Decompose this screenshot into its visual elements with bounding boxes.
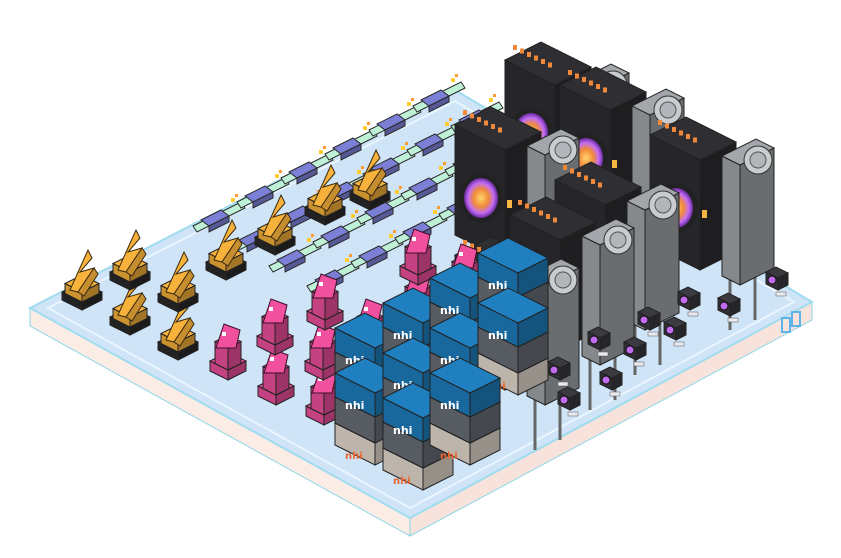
plane-model (192, 194, 246, 233)
gold-trophy (156, 250, 200, 313)
camera-small (764, 266, 790, 297)
crate-label: nhi (345, 399, 364, 412)
crate-label: nhi (488, 279, 507, 292)
pink-trophy (303, 323, 343, 381)
camera-small (662, 316, 688, 347)
nhi-crate: nhi nhi (428, 357, 502, 466)
plane-model (324, 122, 378, 161)
plane-model (312, 210, 366, 249)
plane-model (268, 234, 322, 273)
gold-trophy (303, 163, 347, 226)
platform-inner-border (45, 99, 797, 510)
pink-trophy (398, 228, 438, 286)
gold-trophy (204, 218, 248, 281)
plane-model (368, 98, 422, 137)
small-camera-group (546, 266, 790, 417)
crate-label: nhi (393, 424, 412, 437)
camera-small (598, 366, 624, 397)
gold-trophy (253, 193, 297, 256)
crate-label: nhi (488, 329, 507, 342)
plane-model (280, 146, 334, 185)
plane-model (350, 230, 404, 269)
crate-label-red: nhi (345, 451, 363, 462)
plane-model (400, 162, 454, 201)
plane-model (356, 186, 410, 225)
pink-trophy (208, 323, 248, 381)
camera-small (546, 356, 572, 387)
pink-trophy (304, 368, 344, 426)
pink-trophy (305, 273, 345, 331)
plane-model (412, 74, 466, 113)
plane-model (236, 170, 290, 209)
crate-label: nhi (393, 329, 412, 342)
gold-trophy (108, 228, 152, 291)
crate-label-red: nhi (440, 451, 458, 462)
gold-trophy (60, 248, 104, 311)
camera-small (716, 292, 742, 323)
camera-small (556, 386, 582, 417)
crate-group: nhinhinhinhinhinhinhinhinhinhinhinhinhin… (333, 237, 550, 491)
camera-small (676, 286, 702, 317)
gold-trophy-group (60, 148, 392, 361)
logo-mark (781, 311, 801, 333)
gold-trophy (156, 298, 200, 361)
camera-small (586, 326, 612, 357)
crate-label: nhi (440, 304, 459, 317)
pink-trophy (255, 298, 295, 356)
crate-label: nhi (440, 399, 459, 412)
gold-trophy (348, 148, 392, 211)
camera-small (622, 336, 648, 367)
camera-small (636, 306, 662, 337)
crate-label-red: nhi (393, 476, 411, 487)
pink-trophy (256, 348, 296, 406)
